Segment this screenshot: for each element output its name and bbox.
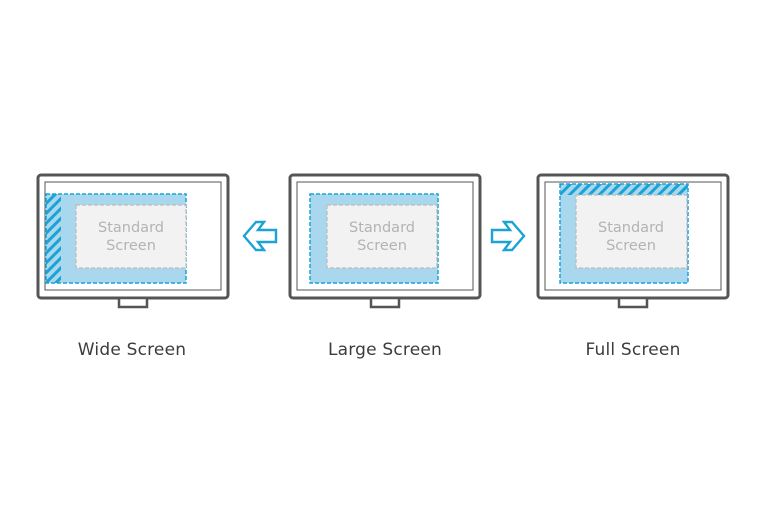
caption-wide-screen: Wide Screen	[77, 340, 187, 360]
standard-screen-box	[75, 204, 187, 269]
standard-label-line2: Screen	[606, 238, 656, 254]
standard-label-line2: Screen	[106, 238, 156, 254]
caption-large-screen: Large Screen	[327, 340, 443, 360]
hatched-side-area	[46, 194, 61, 283]
wide-area-outline	[45, 193, 187, 284]
standard-screen-box	[575, 194, 688, 269]
monitor-large-screen: Standard Screen	[288, 173, 482, 309]
standard-label-line2: Screen	[357, 238, 407, 254]
arrow-right-icon	[490, 220, 526, 252]
standard-label-line1: Standard	[598, 220, 664, 236]
monitor-inner-border	[544, 181, 722, 291]
monitor-stand	[117, 296, 149, 309]
arrow-left-icon	[242, 220, 278, 252]
standard-label-line1: Standard	[98, 220, 164, 236]
monitor-stand	[617, 296, 649, 309]
full-area-outline	[559, 183, 689, 284]
monitor-full-screen: Standard Screen	[536, 173, 730, 309]
caption-full-screen: Full Screen	[585, 340, 681, 360]
hatched-top-area	[560, 184, 688, 195]
standard-screen-box	[326, 204, 438, 269]
standard-label-line1: Standard	[349, 220, 415, 236]
monitor-inner-border	[44, 181, 222, 291]
monitor-stand	[369, 296, 401, 309]
monitor-inner-border	[296, 181, 474, 291]
monitor-wide-screen: Standard Screen	[36, 173, 230, 309]
